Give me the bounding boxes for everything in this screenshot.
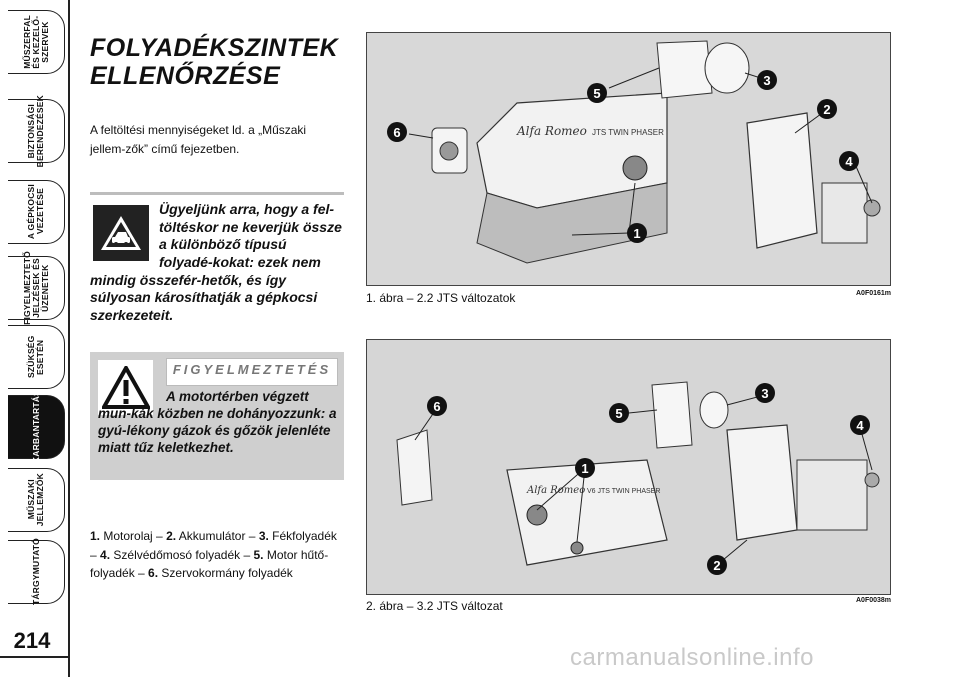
warning-box: FIGYELMEZTETÉS A motortérben végzett mun… [90,352,344,480]
fig1-callout-6: 6 [393,125,400,140]
fig2-callout-6: 6 [433,399,440,414]
legend-item-5: Motor hűtő-folyadék – [90,547,329,581]
legend-item-3: Fékfolyadék – [90,529,337,562]
legend-text: 1. Motorolaj – 2. Akkumulátor – 3. Fékfo… [90,527,344,583]
section-title: FOLYADÉKSZINTEK ELLENŐRZÉSE [90,34,338,90]
tab-karbantartas[interactable]: KARBANTARTÁS [8,390,65,464]
figure-1-caption: 1. ábra – 2.2 JTS változatok [366,291,516,305]
figure-2-engine-3-2-jts: Alfa Romeo V6 JTS TWIN PHASER 3 6 5 4 1 … [366,339,891,595]
legend-num-1: 1. [90,529,101,543]
legend-item-1: Motorolaj – [103,529,163,543]
fig2-callout-1: 1 [581,461,588,476]
fig2-engine-label: V6 JTS TWIN PHASER [587,488,660,495]
caution-top-rule [90,192,344,195]
figure-2-caption: 2. ábra – 3.2 JTS változat [366,599,503,613]
tab-muszaki-jellemzok[interactable]: MŰSZAKI JELLEMZŐK [8,468,65,532]
figure-1-code: A0F0161m [856,290,892,297]
fig1-callout-2: 2 [823,102,830,117]
tab-szukseg-eseten[interactable]: SZÜKSÉG ESETÉN [8,325,65,389]
tab-label: MŰSZERFAL ÉS KEZELŐ- SZERVEK [21,15,50,69]
fig1-engine-brand: Alfa Romeo [516,124,587,138]
fig2-callout-2: 2 [713,558,720,573]
tab-biztonsagi[interactable]: BIZTONSÁGI BERENDEZÉSEK [8,95,65,167]
fig1-callout-1: 1 [633,226,640,241]
tab-figyelmezteto[interactable]: FIGYELMEZTETŐ JELZÉSEK ÉS ÜZENETEK [8,251,65,325]
watermark: carmanualsonline.info [570,644,814,671]
fig1-callout-3: 3 [763,73,770,88]
tab-label: A GÉPKOCSI VEZETÉSE [26,184,45,240]
legend-item-6: Szervokormány folyadék [161,566,293,581]
page-number: 214 [13,628,51,653]
sidebar-divider [68,0,70,677]
intro-text: A feltöltési mennyiségeket ld. a „Műszak… [90,123,307,156]
legend-num-4: 4. [100,547,111,562]
warning-text: A motortérben végzett mun-kák közben ne … [98,389,337,455]
warning-header: FIGYELMEZTETÉS [172,362,332,377]
legend-num-2: 2. [166,529,177,543]
figure-1-engine-2-2-jts: Alfa Romeo JTS TWIN PHASER 5 3 2 6 4 1 [366,32,891,286]
legend-num-6: 6. [148,566,159,581]
tab-label: SZÜKSÉG ESETÉN [26,335,45,379]
fig1-callout-5: 5 [593,86,600,101]
fig2-callout-4: 4 [856,418,864,433]
title-line-2: ELLENŐRZÉSE [90,62,281,90]
tab-label: FIGYELMEZTETŐ JELZÉSEK ÉS ÜZENETEK [21,251,50,325]
tab-label: BIZTONSÁGI BERENDEZÉSEK [26,94,45,168]
tab-label: TÁRGYMUTATÓ [30,538,41,606]
caution-text: Ügyeljünk arra, hogy a fel-töltéskor ne … [90,201,342,323]
chapter-sidebar: MŰSZERFAL ÉS KEZELŐ- SZERVEK BIZTONSÁGI … [0,0,70,677]
legend-num-3: 3. [258,529,269,543]
tab-gepkocsi-vezetese[interactable]: A GÉPKOCSI VEZETÉSE [8,180,65,244]
legend-item-2: Akkumulátor – [178,529,256,543]
fig2-callout-5: 5 [615,406,622,421]
legend-num-5: 5. [253,547,264,562]
exclamation-warning-icon [98,360,153,415]
fig1-callout-4: 4 [845,154,853,169]
title-line-1: FOLYADÉKSZINTEK [90,34,339,62]
fig2-engine-brand: Alfa Romeo [526,485,585,496]
legend-item-4: Szélvédőmosó folyadék – [113,547,251,562]
tab-label: KARBANTARTÁS [30,390,41,464]
warning-header-box [166,358,338,386]
tab-targymutato[interactable]: TÁRGYMUTATÓ [8,538,65,606]
caution-box: Ügyeljünk arra, hogy a fel-töltéskor ne … [90,192,344,324]
fig2-callout-3: 3 [761,386,768,401]
figure-2-code: A0F0038m [856,597,892,604]
tab-label: MŰSZAKI JELLEMZŐK [26,473,45,527]
car-caution-icon [93,205,149,261]
fig1-engine-label: JTS TWIN PHASER [592,128,664,137]
tab-muszerfal[interactable]: MŰSZERFAL ÉS KEZELŐ- SZERVEK [8,10,65,74]
page-number-rule [0,656,70,658]
